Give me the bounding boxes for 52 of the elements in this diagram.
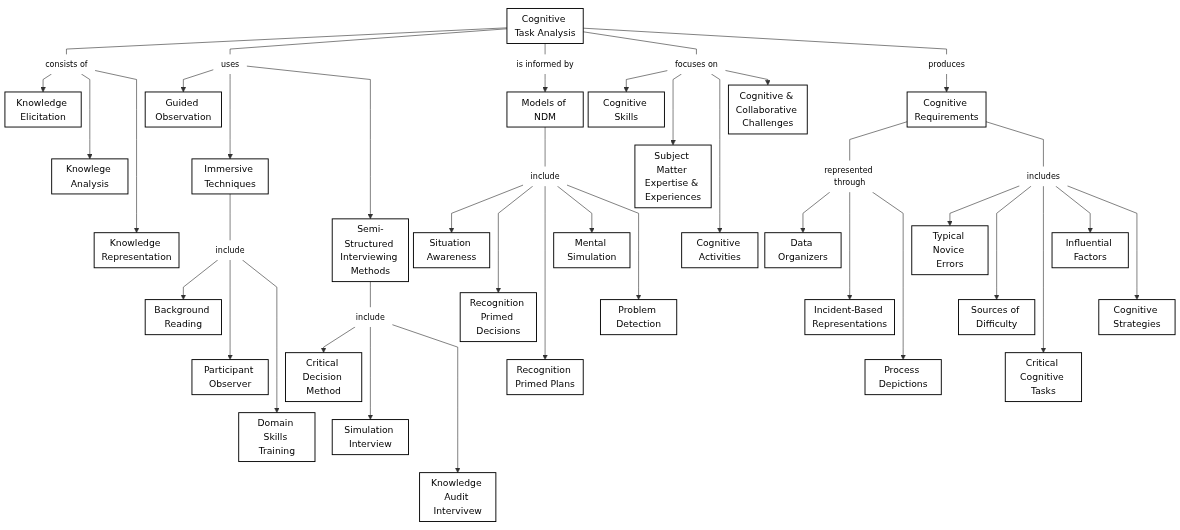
connector: [582, 27, 947, 55]
node-box: Background Reading: [144, 299, 222, 336]
connector: [985, 121, 1044, 168]
node-box: Immersive Techniques: [191, 158, 269, 195]
node-box: Recognition Primed Decisions: [459, 292, 537, 343]
node-box: Data Organizers: [764, 232, 842, 269]
node-box: Guided Observation: [144, 91, 222, 128]
node-text: include: [530, 171, 560, 181]
node-box: Knowledge Elicitation: [4, 91, 82, 128]
node-box: Cognitive Requirements: [906, 91, 987, 128]
node-box: Knowlege Analysis: [51, 158, 129, 195]
node-text: represented through: [824, 165, 873, 187]
node-box: Mental Simulation: [553, 232, 631, 269]
node-text: uses: [220, 59, 240, 69]
node-box: Situation Awareness: [412, 232, 491, 269]
connector: [849, 121, 908, 162]
node-box: Influential Factors: [1051, 232, 1129, 269]
node-box: Models of NDM: [506, 91, 584, 128]
connector: [66, 27, 508, 55]
node-box: Semi-Structured Interviewing Methods: [331, 218, 409, 283]
node-text: includes: [1026, 171, 1060, 181]
node-box: Subject Matter Expertise & Experiences: [634, 144, 712, 209]
connector: [544, 43, 546, 55]
node-text: include: [215, 245, 245, 255]
node-box: Knowledge Representation: [93, 232, 180, 269]
node-box: Sources of Difficulty: [958, 299, 1036, 336]
node-box: Participant Observer: [191, 359, 269, 396]
node-box: Simulation Interview: [331, 419, 409, 456]
node-box: Domain Skills Training: [238, 412, 316, 462]
node-text: focuses on: [674, 59, 718, 69]
node-box: Process Depictions: [864, 359, 942, 396]
node-box: Cognitive Skills: [587, 91, 665, 128]
node-text: consists of: [45, 59, 88, 69]
node-box: Problem Detection: [600, 299, 678, 336]
node-box: Critical Cognitive Tasks: [1004, 352, 1083, 403]
node-box: Cognitive Strategies: [1098, 299, 1176, 336]
connector: [582, 31, 697, 55]
node-box: Cognitive Activities: [681, 232, 759, 269]
node-box: Cognitive Task Analysis: [506, 8, 584, 44]
connector: [229, 193, 231, 241]
node-text: is informed by: [516, 59, 574, 69]
connector: [544, 126, 546, 168]
node-text: produces: [928, 59, 965, 69]
node-box: Critical Decision Method: [285, 352, 363, 403]
node-box: Typical Novice Errors: [911, 225, 989, 276]
node-box: Knowledge Audit Intervivew: [419, 472, 497, 522]
connector: [370, 281, 371, 308]
node-box: Recognition Primed Plans: [506, 359, 584, 396]
node-box: Cognitive & Collaborative Challenges: [727, 84, 808, 135]
node-text: include: [355, 312, 385, 322]
connector: [229, 28, 508, 55]
node-box: Incident-Based Representations: [804, 299, 895, 336]
